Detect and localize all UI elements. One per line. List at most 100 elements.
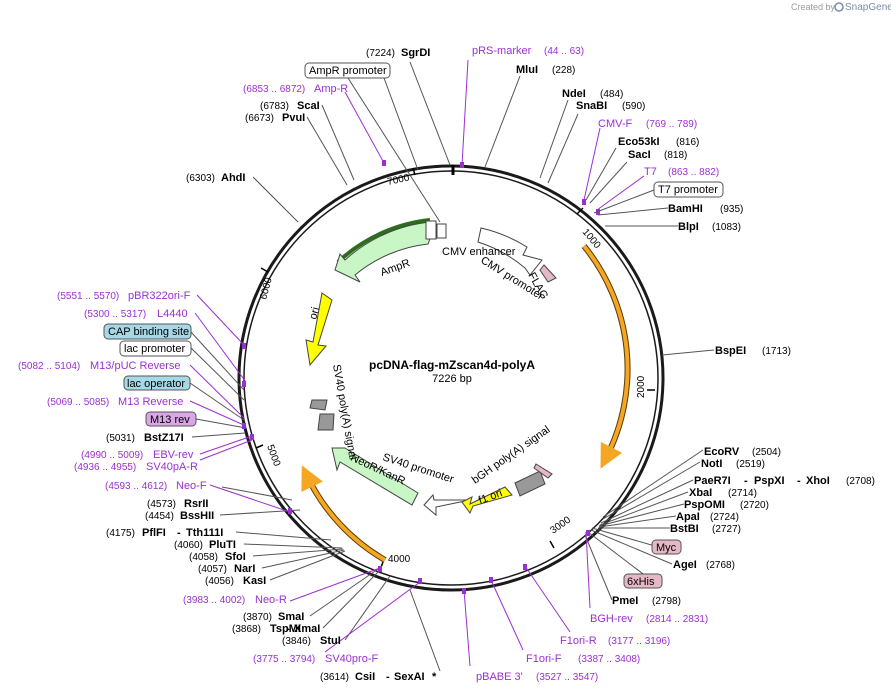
bstz17i-name: BstZ17I (144, 432, 184, 444)
pmei-name: PmeI (612, 595, 638, 607)
rsrii-pos: (4573) (147, 499, 176, 510)
pflfi-name: PflFI (142, 527, 166, 539)
blpi-name: BlpI (678, 221, 699, 233)
csii-name: CsiI (355, 671, 375, 683)
bstz17i-pos: (5031) (106, 433, 135, 444)
snabi-pos: (590) (622, 101, 645, 112)
primer-m13rev-name: M13 Reverse (118, 396, 183, 408)
feature-ori: ori (307, 306, 322, 321)
feature-sv40-polya: SV40 poly(A) signal (330, 363, 359, 460)
csii-sep: - (386, 671, 390, 683)
pvui-pos: (6673) (245, 113, 274, 124)
feature-cmv-enhancer: CMV enhancer (442, 246, 516, 258)
eco53ki-pos: (816) (676, 137, 699, 148)
myc-his-block (533, 463, 553, 479)
sgrdi-name: SgrDI (401, 47, 430, 59)
flag-feature (539, 264, 557, 283)
stui-pos: (3846) (282, 636, 311, 647)
tick-2000: 2000 (636, 375, 647, 398)
paer7i-sep: - (744, 475, 748, 487)
pvui-name: PvuI (282, 112, 305, 124)
ecorv-pos: (2504) (752, 447, 781, 458)
backbone-inner (243, 170, 659, 586)
primer-sv40pa-range: (4936 .. 4955) (74, 462, 136, 473)
csii-pos: (3614) (320, 672, 349, 683)
mlui-pos: (228) (552, 65, 575, 76)
backbone-outer (237, 164, 665, 592)
pmei-pos: (2798) (652, 596, 681, 607)
tth111i-name: Tth111I (186, 527, 223, 539)
primer-f1orif-name: F1ori-F (526, 653, 562, 665)
paer7i-sep2: - (797, 475, 801, 487)
primer-m13rev-range: (5069 .. 5085) (47, 397, 109, 408)
rsrii-name: RsrII (184, 498, 208, 510)
feature-f1-ori: f1 ori (477, 487, 504, 507)
saci-pos: (818) (664, 150, 687, 161)
primer-prs-name: pRS-marker (472, 45, 532, 57)
his-label: 6xHis (627, 576, 655, 588)
pspomi-pos: (2720) (740, 500, 769, 511)
tspmi-name: TspMI (270, 623, 301, 635)
bstbi-name: BstBI (670, 523, 699, 535)
blpi-pos: (1083) (712, 222, 741, 233)
scai-name: ScaI (297, 100, 320, 112)
feature-ampr: AmpR (379, 257, 412, 279)
myc-box (651, 539, 682, 555)
bsshii-name: BssHII (180, 510, 214, 522)
ahdi-pos: (6303) (186, 173, 215, 184)
nari-name: NarI (234, 563, 255, 575)
primer-f1orir-range: (3177 .. 3196) (608, 636, 670, 647)
tick-6000: 6000 (258, 276, 274, 301)
plasmid-name: pcDNA-flag-mZscan4d-polyA (369, 358, 535, 372)
pspomi-name: PspOMI (684, 499, 725, 511)
cap-site-label: CAP binding site (108, 326, 189, 338)
ndei-name: NdeI (562, 88, 586, 100)
sv40-promoter-arrow (423, 493, 471, 517)
primer-m13puc-range: (5082 .. 5104) (18, 361, 80, 372)
xbai-pos: (2714) (728, 488, 757, 499)
bsshii-pos: (4454) (145, 511, 174, 522)
primer-l4440-name: L4440 (157, 308, 188, 320)
primer-ebv-name: EBV-rev (153, 449, 194, 461)
f1-ori-arrow (461, 486, 513, 515)
primer-t7-range: (863 .. 882) (668, 167, 719, 178)
kasi-pos: (4056) (205, 576, 234, 587)
agei-name: AgeI (673, 559, 697, 571)
site-leaders (191, 61, 715, 672)
kasi-name: KasI (243, 575, 266, 587)
sexai-star: * (432, 671, 437, 683)
primer-neof-name: Neo-F (176, 480, 207, 492)
bamhi-name: BamHI (668, 203, 703, 215)
primer-prs-range: (44 .. 63) (544, 46, 584, 57)
paer7i-pos: (2708) (846, 476, 875, 487)
cmv-feature-arrow (477, 227, 543, 276)
plasmid-length: 7226 bp (432, 373, 472, 385)
smai-pos: (3870) (243, 612, 272, 623)
cap-site-box (103, 323, 192, 340)
nari-pos: (4057) (198, 564, 227, 575)
t7-promoter-label: T7 promoter (658, 184, 718, 196)
ecorv-name: EcoRV (704, 446, 740, 458)
primer-sv40pa-name: SV40pA-R (146, 461, 198, 473)
credit-brand: SnapGene (845, 2, 891, 13)
pflfi-pos: (4175) (106, 528, 135, 539)
ahdi-name: AhdI (221, 172, 245, 184)
paer7i-name: PaeR7I (694, 475, 731, 487)
ampr-feature-arrow (334, 221, 437, 283)
ori-feature-arrow (305, 292, 333, 367)
saci-name: SacI (628, 149, 651, 161)
bspei-pos: (1713) (762, 346, 791, 357)
tick-marks (255, 167, 655, 571)
neor-feature-arrow (331, 447, 419, 506)
agei-pos: (2768) (706, 560, 735, 571)
primer-ampr-name: Amp-R (314, 83, 348, 95)
orf-arrow-2 (301, 465, 387, 562)
pluti-name: PluTI (209, 539, 236, 551)
sfoi-pos: (4058) (189, 552, 218, 563)
apai-pos: (2724) (710, 512, 739, 523)
primer-m13puc-name: M13/pUC Reverse (90, 360, 180, 372)
ampr-orf-line (336, 218, 431, 264)
stui-name: StuI (320, 635, 341, 647)
xhoi-name: XhoI (806, 475, 830, 487)
